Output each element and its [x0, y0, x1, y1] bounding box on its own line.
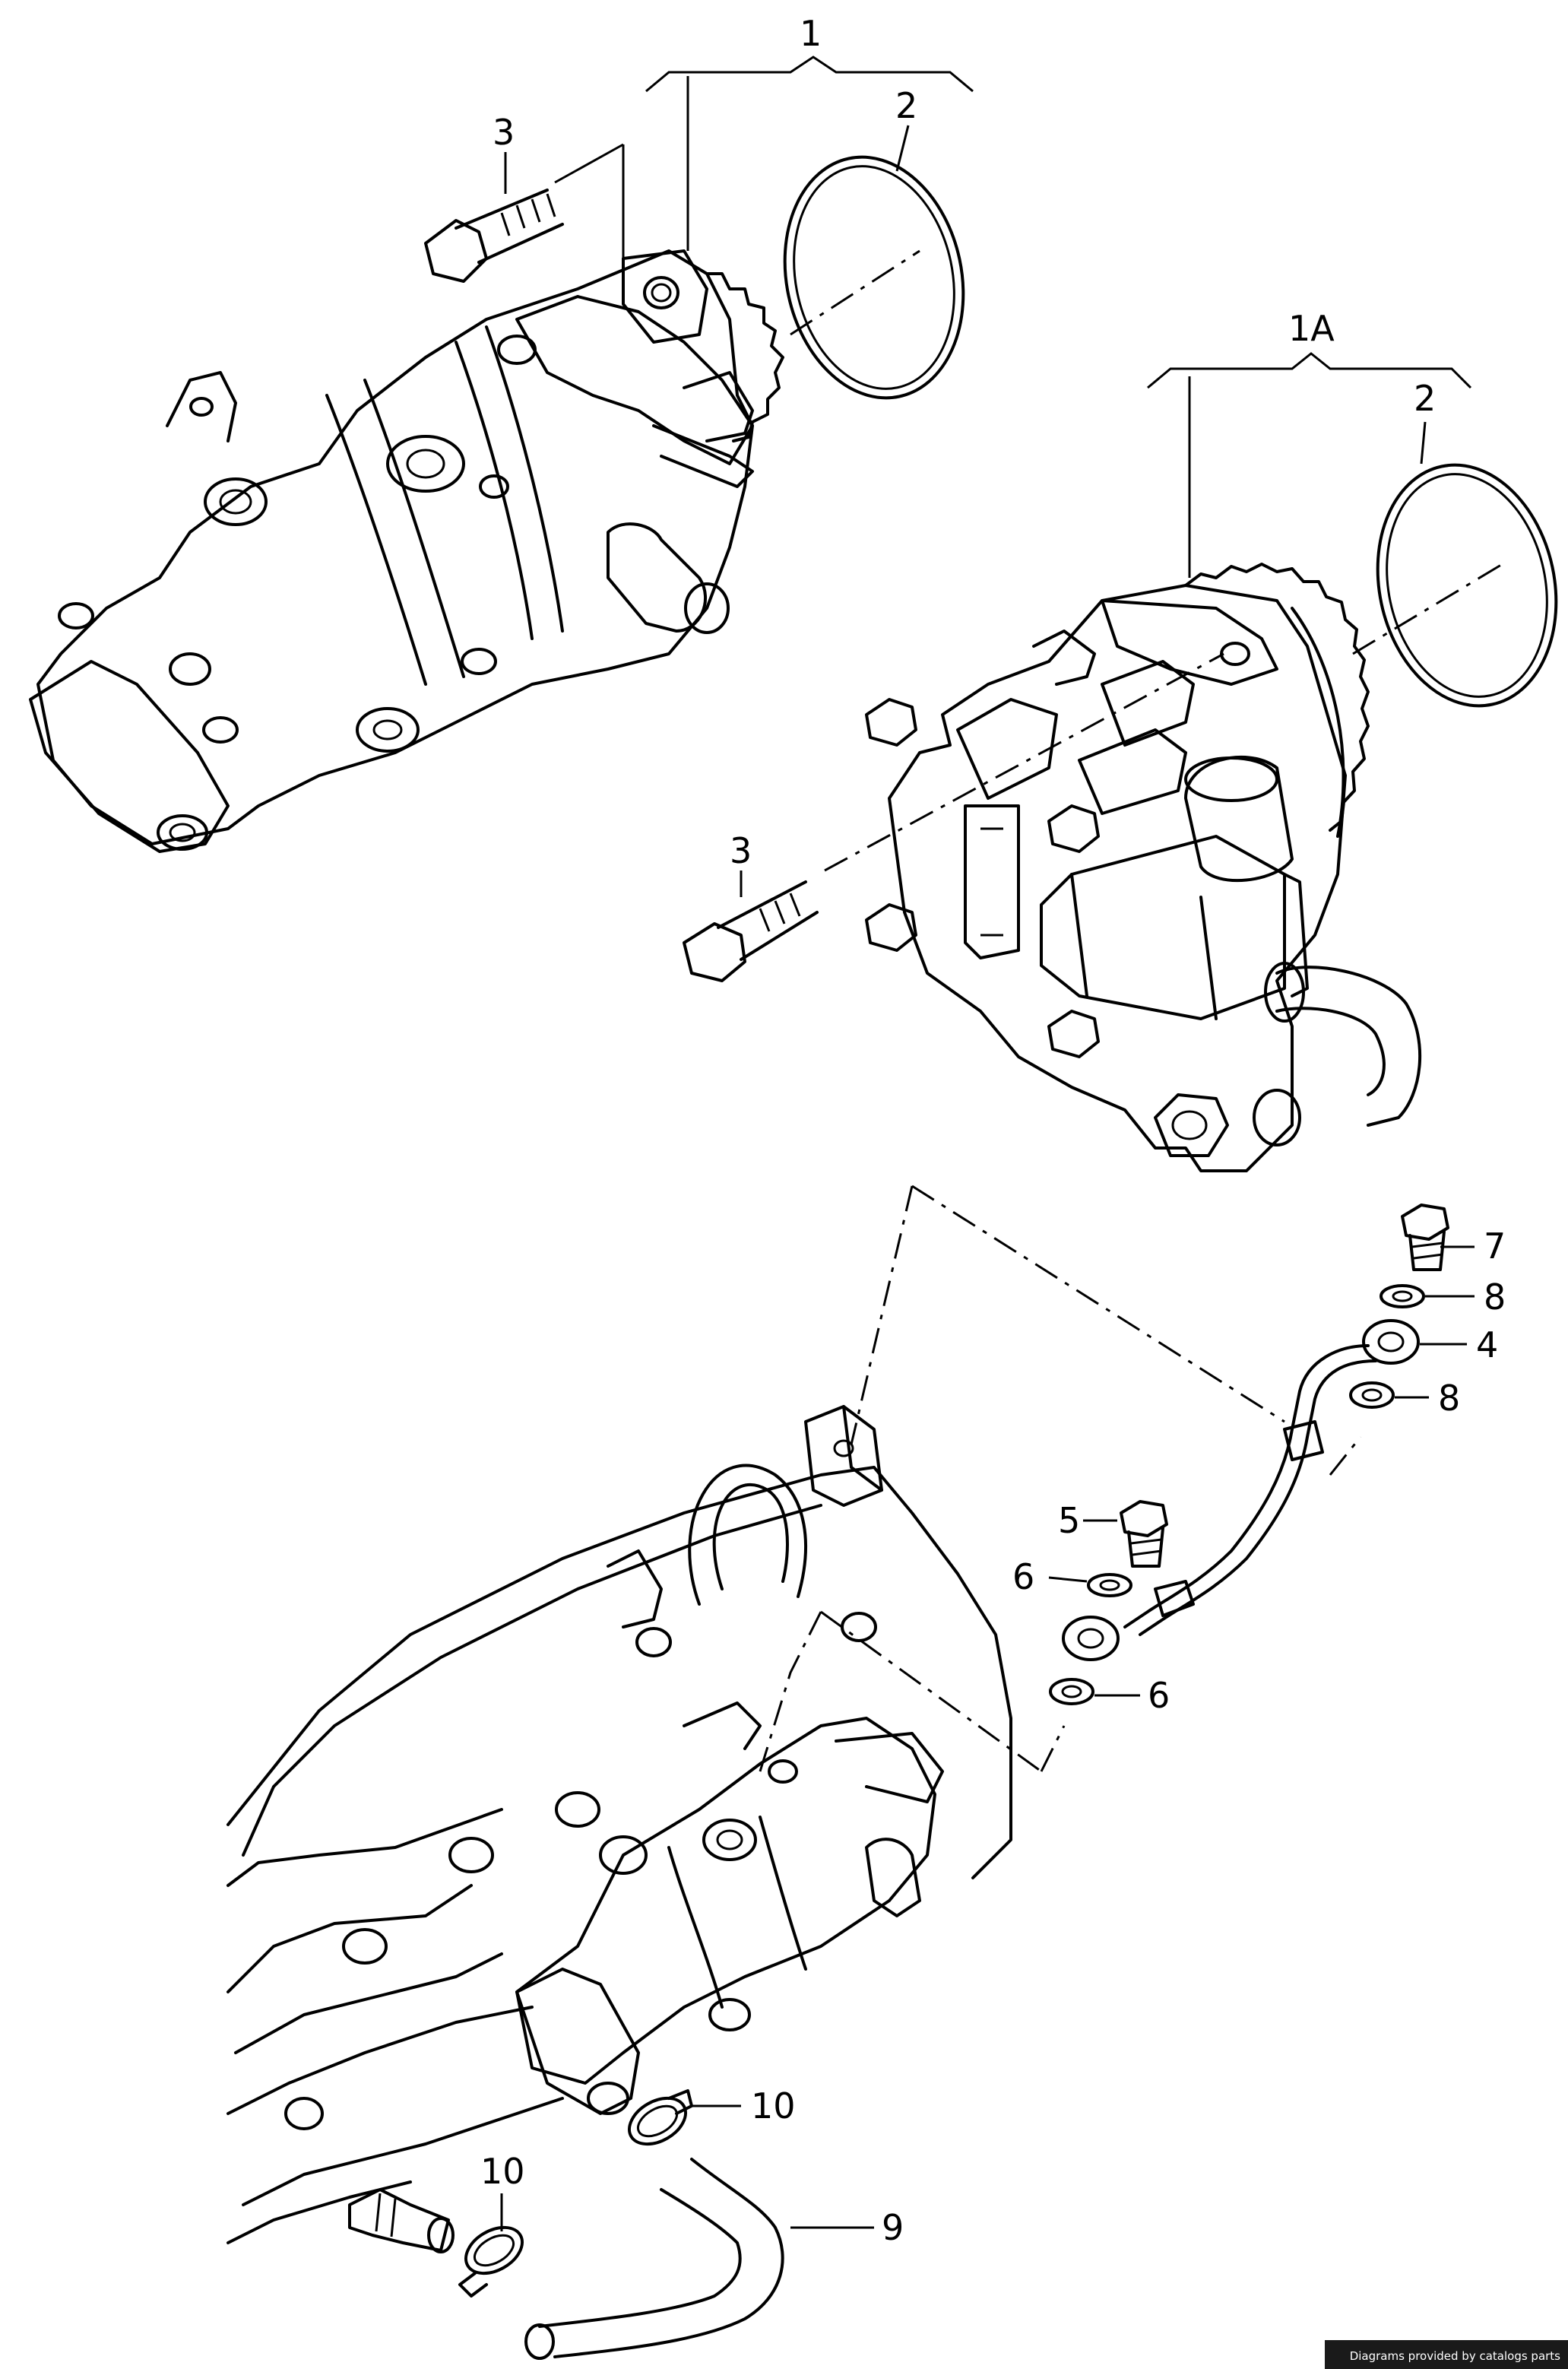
- center-line-pump-left: [759, 1611, 822, 1772]
- callout-2-right: 2: [1414, 378, 1436, 419]
- callout-1: 1: [800, 13, 822, 54]
- o-ring-2-top: [783, 155, 965, 400]
- callout-4: 4: [1476, 1324, 1498, 1365]
- hose-clamp-10-right: [628, 2089, 693, 2146]
- center-line-assembly-upper: [850, 1185, 914, 1445]
- hose-clamp-10-left: [458, 2225, 524, 2298]
- bolt-3-top: [424, 189, 564, 283]
- callout-2-top: 2: [895, 85, 917, 126]
- callout-10-right: 10: [751, 2085, 796, 2126]
- group-bracket-1a: [1147, 352, 1472, 578]
- group-bracket-1: [554, 55, 974, 297]
- callout-6-lower: 6: [1148, 1675, 1170, 1716]
- center-line-bolt-mid: [824, 652, 1224, 872]
- hose-9: [524, 2158, 784, 2360]
- callout-8-lower: 8: [1438, 1378, 1460, 1419]
- banjo-eye-upper: [1362, 1319, 1420, 1365]
- pump-assembly-1a: [865, 563, 1422, 1172]
- oil-pipe-4: [1123, 1344, 1377, 1636]
- sealing-washer-6-lower: [1049, 1678, 1094, 1705]
- callout-5: 5: [1058, 1500, 1080, 1541]
- callout-3-mid: 3: [730, 830, 752, 871]
- credit-text: Diagrams provided by catalogs parts: [1349, 2349, 1560, 2363]
- o-ring-2-right: [1376, 463, 1558, 708]
- center-line-pump-diagonal: [820, 1610, 1042, 1773]
- sealing-washer-8-lower: [1349, 1381, 1395, 1409]
- callout-7: 7: [1484, 1226, 1506, 1267]
- center-line-right: [1352, 561, 1506, 655]
- breather-fitting: [348, 2188, 455, 2253]
- sealing-washer-8-upper: [1380, 1284, 1425, 1308]
- leader-2-right: [1420, 421, 1427, 465]
- callout-8-upper: 8: [1484, 1276, 1506, 1318]
- engine-block: [226, 1405, 1012, 2244]
- leader-2-top: [895, 125, 910, 172]
- banjo-eye-lower: [1062, 1616, 1120, 1661]
- banjo-bolt-5: [1120, 1500, 1168, 1568]
- credit-banner: Diagrams provided by catalogs parts: [1325, 2340, 1568, 2369]
- callout-9: 9: [882, 2207, 904, 2248]
- center-line-top: [790, 249, 920, 336]
- callout-3-top: 3: [493, 112, 515, 153]
- installed-pump: [515, 1717, 944, 2115]
- center-line-pipe-right: [1329, 1436, 1362, 1476]
- banjo-bolt-7: [1401, 1204, 1449, 1271]
- sealing-washer-6-upper: [1087, 1573, 1132, 1597]
- center-line-assembly-diagonal: [911, 1184, 1285, 1423]
- pump-assembly-1: [29, 249, 784, 853]
- callout-6-upper: 6: [1012, 1556, 1034, 1597]
- leader-6-upper: [1048, 1576, 1088, 1583]
- callout-10-left: 10: [480, 2151, 525, 2192]
- bolt-3-mid: [683, 880, 819, 982]
- callout-1a: 1A: [1288, 308, 1335, 349]
- center-line-pump-right: [1040, 1725, 1066, 1772]
